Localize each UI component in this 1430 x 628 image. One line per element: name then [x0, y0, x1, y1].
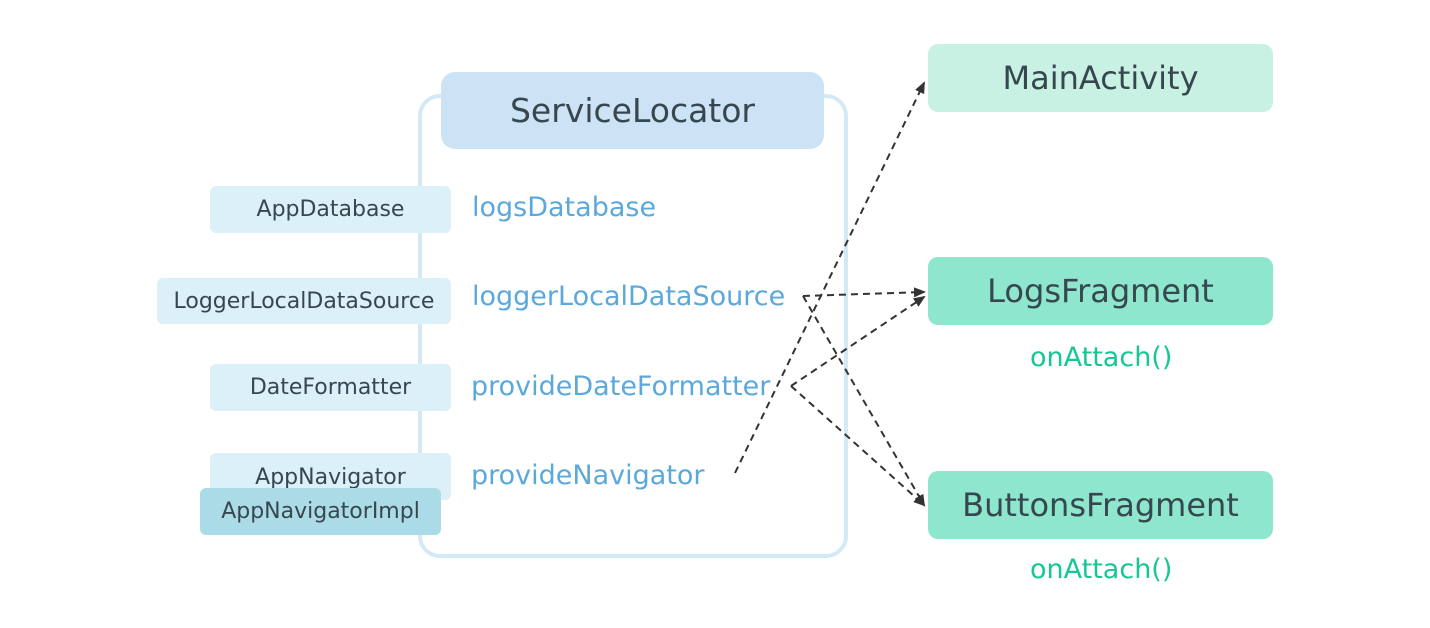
dependency-logger-local-data-source: LoggerLocalDataSource — [157, 278, 451, 324]
dependency-date-formatter: DateFormatter — [210, 364, 451, 411]
dependency-app-database: AppDatabase — [210, 186, 451, 233]
buttons-fragment-callback: onAttach() — [1030, 554, 1173, 585]
arrow-formatter-to-logs-fragment — [790, 295, 926, 387]
arrow-datasource-to-logs-fragment — [802, 287, 926, 298]
property-logger-local-data-source: loggerLocalDataSource — [472, 281, 786, 312]
arrow-navigator-to-main-activity — [734, 81, 925, 474]
consumer-buttons-fragment: ButtonsFragment — [928, 471, 1273, 539]
consumer-main-activity: MainActivity — [928, 44, 1273, 112]
logs-fragment-callback: onAttach() — [1030, 342, 1173, 373]
arrow-datasource-to-buttons-fragment — [802, 295, 926, 507]
arrow-formatter-to-buttons-fragment — [790, 385, 926, 507]
consumer-logs-fragment: LogsFragment — [928, 257, 1273, 325]
property-provide-navigator: provideNavigator — [471, 460, 705, 491]
service-locator-title: ServiceLocator — [441, 72, 824, 149]
service-locator-frame — [418, 94, 848, 558]
property-logs-database: logsDatabase — [472, 192, 657, 223]
dependency-app-navigator-impl: AppNavigatorImpl — [200, 488, 441, 535]
property-provide-date-formatter: provideDateFormatter — [471, 371, 771, 402]
